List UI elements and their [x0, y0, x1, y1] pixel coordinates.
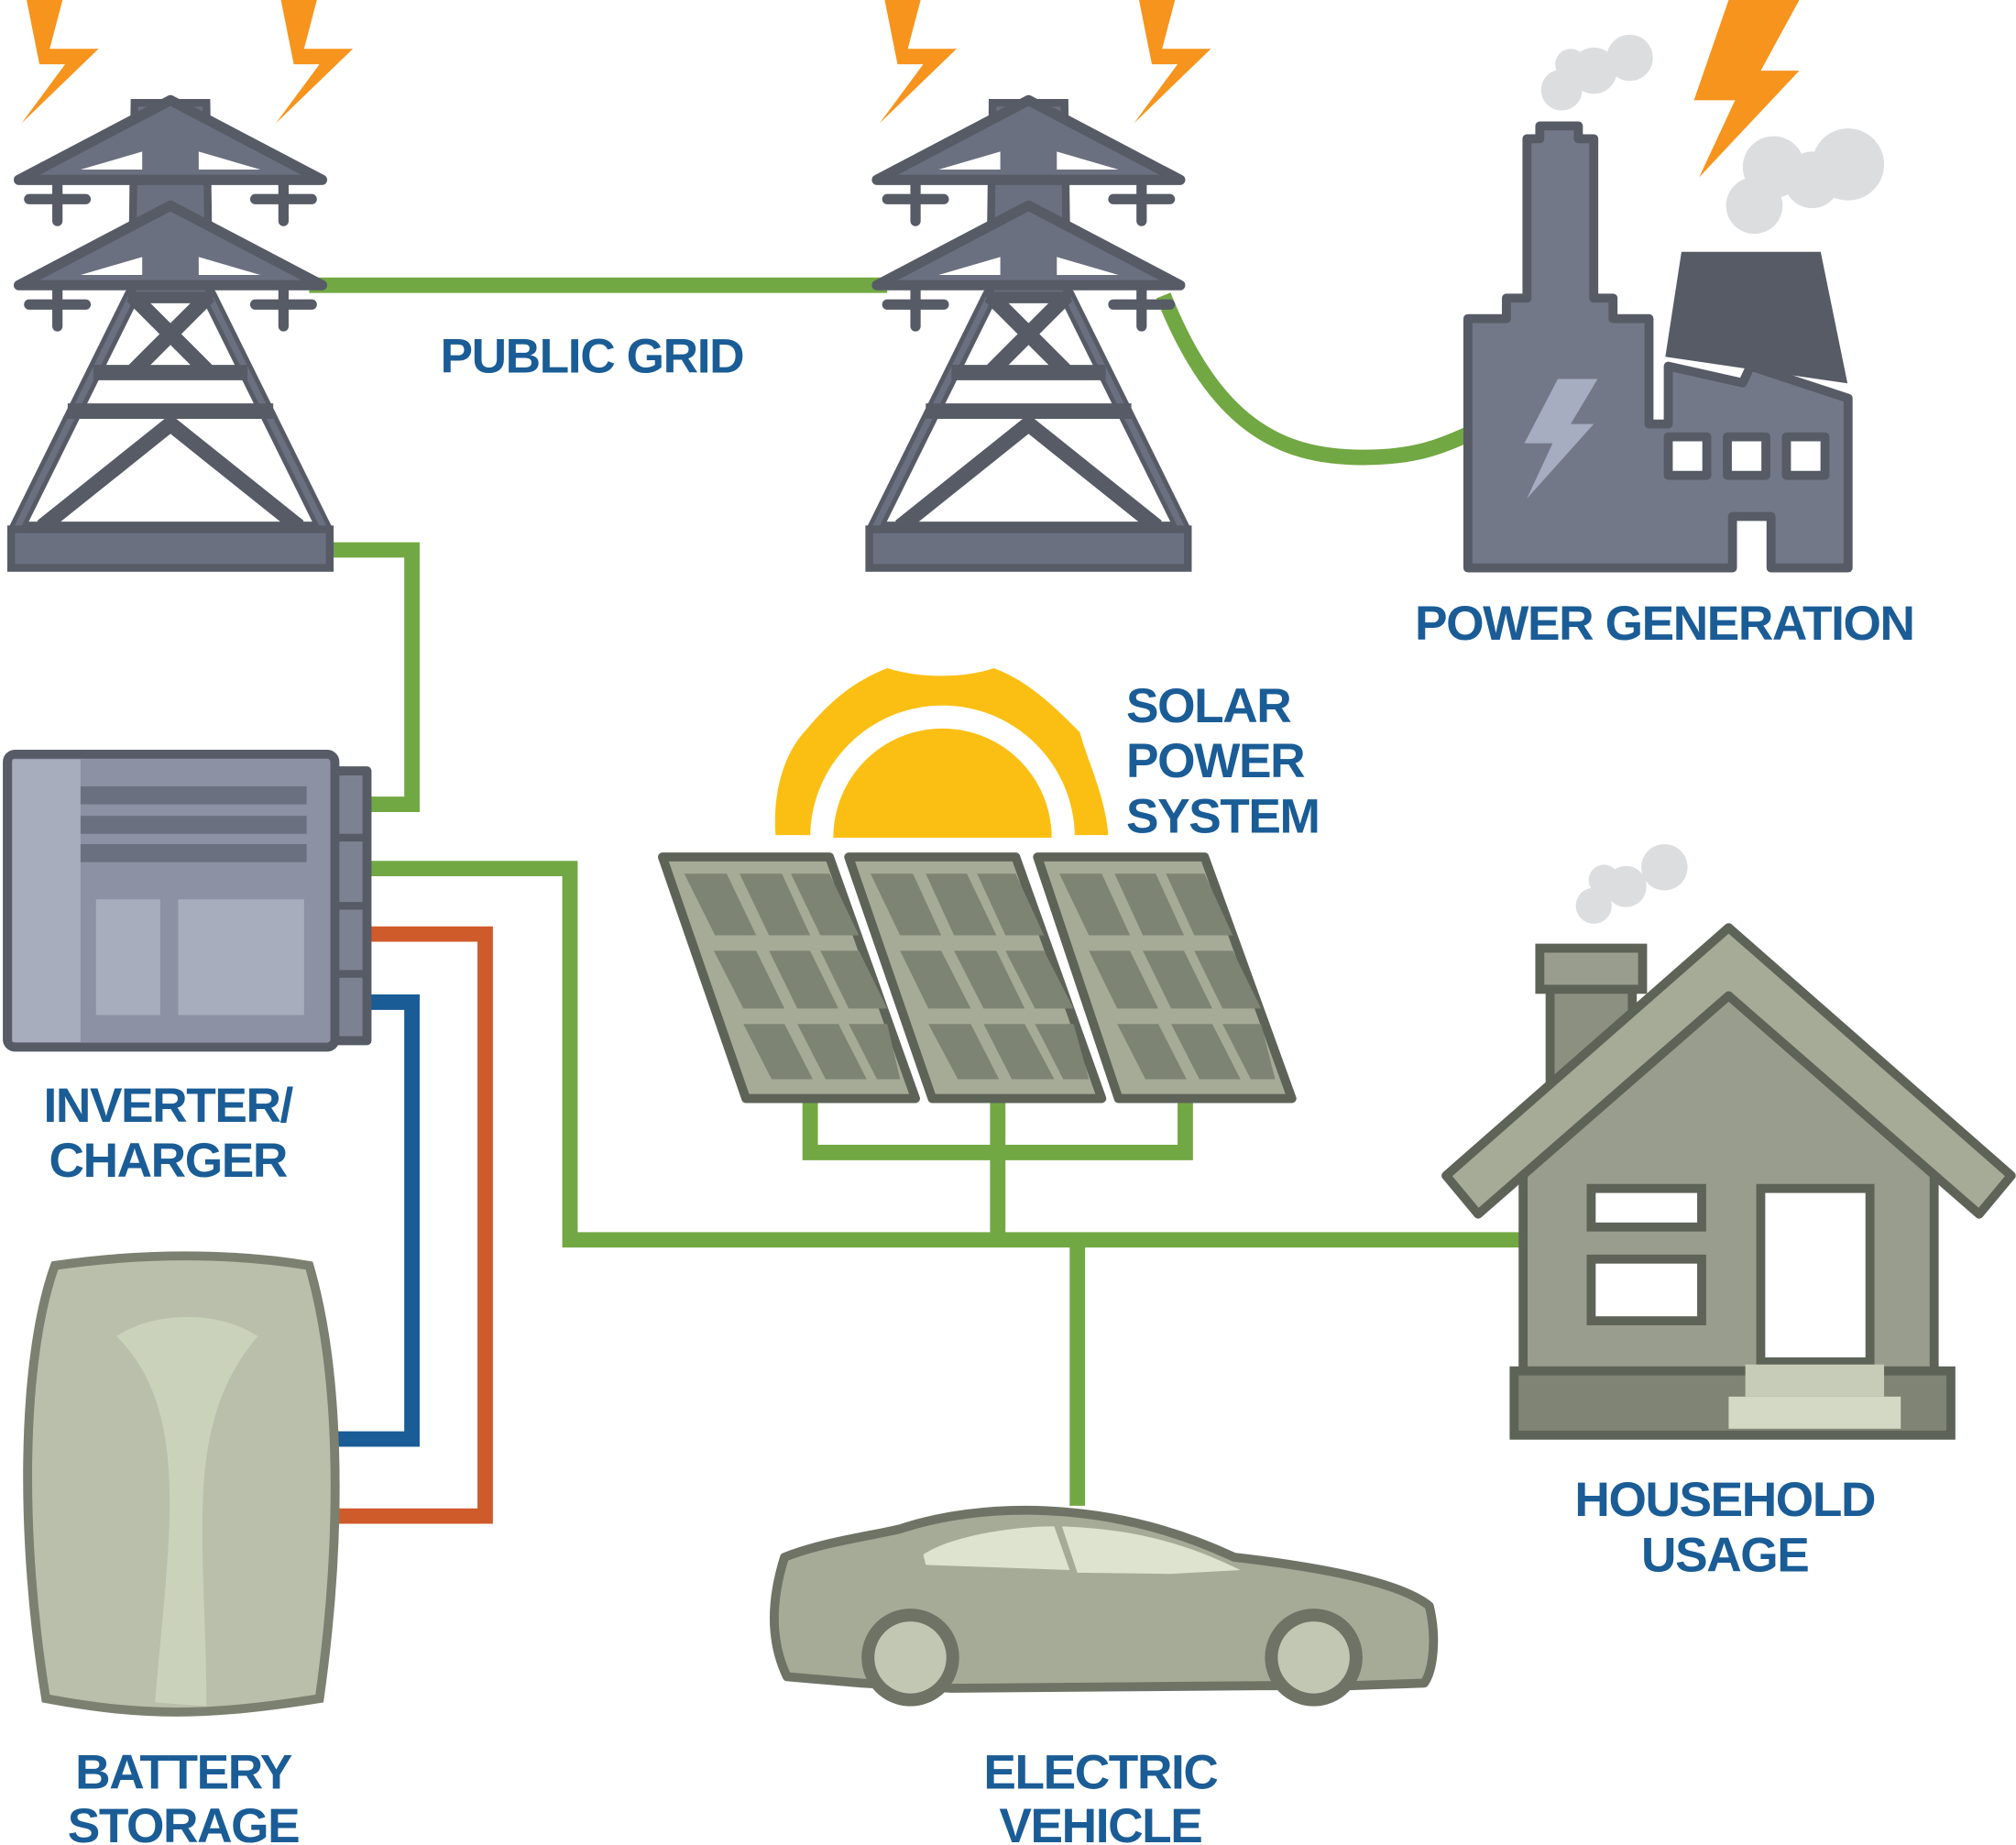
battery-label-line2: STORAGE: [68, 1799, 300, 1845]
transmission-tower-icon: [870, 100, 1189, 567]
ev-label-line1: ELECTRIC: [983, 1745, 1217, 1799]
electric-car-icon: [769, 1505, 1439, 1707]
transmission-tower-icon: [11, 100, 330, 567]
wiring: [309, 277, 1528, 1524]
solar-label-line3: SYSTEM: [1126, 789, 1320, 843]
inverter-label-line2: CHARGER: [49, 1134, 288, 1188]
lightning-icon: [21, 0, 99, 124]
solar-label-line2: POWER: [1126, 734, 1305, 788]
power-plant-icon: [1463, 34, 1885, 573]
battery-negative-wire: [337, 994, 420, 1447]
battery-icon: [23, 1251, 340, 1717]
battery-label-line1: BATTERY: [75, 1745, 292, 1799]
ev-label-line2: VEHICLE: [999, 1799, 1201, 1845]
solar-panel-icon: [658, 852, 1297, 1104]
inverter-ac-bus: [367, 861, 1528, 1248]
lightning-icon: [1134, 0, 1211, 124]
inverter-label-line1: INVERTER/: [44, 1079, 294, 1133]
power-generation-label: POWER GENERATION: [1415, 597, 1914, 651]
lightning-icon: [879, 0, 957, 124]
lightning-icon: [1693, 0, 1800, 178]
house-icon: [1441, 843, 2016, 1440]
grid-inverter-line: [332, 542, 420, 812]
household-label-line2: USAGE: [1641, 1528, 1808, 1582]
generation-line: [1156, 292, 1472, 466]
solar-line: [802, 1098, 1193, 1240]
solar-label-line1: SOLAR: [1126, 679, 1291, 733]
battery-positive-wire: [337, 926, 493, 1524]
inverter-icon: [3, 749, 372, 1052]
sun-icon: [774, 667, 1109, 838]
household-label-line1: HOUSEHOLD: [1574, 1473, 1875, 1527]
lightning-icon: [275, 0, 354, 124]
public-grid-label: PUBLIC GRID: [440, 330, 743, 384]
